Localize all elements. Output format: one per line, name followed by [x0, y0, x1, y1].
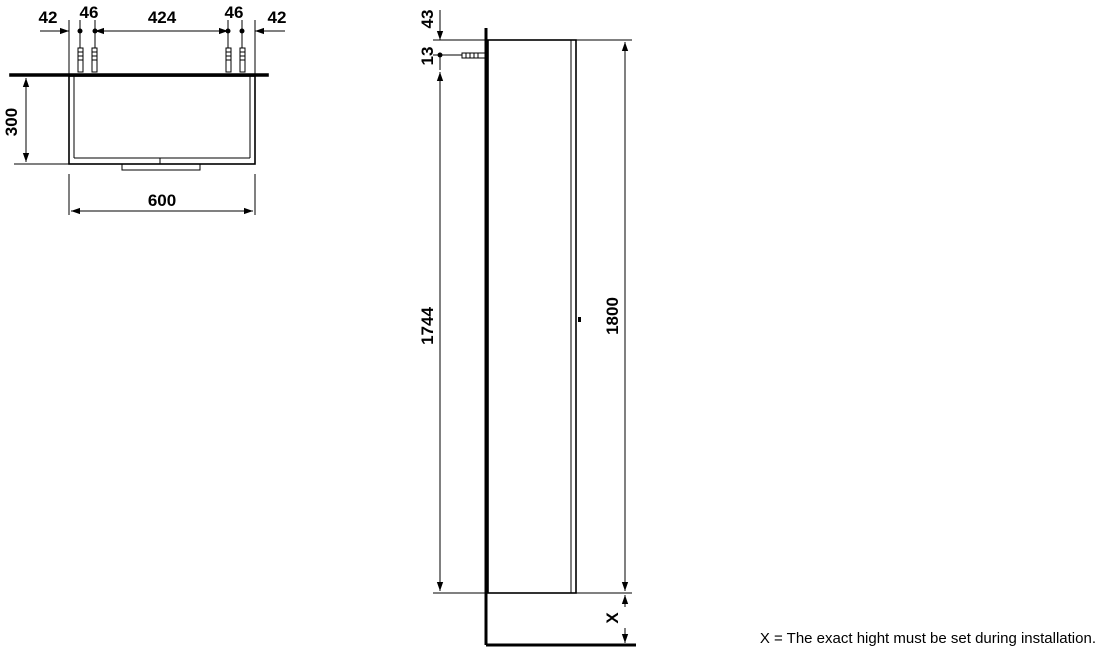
wall-and-floor — [484, 28, 636, 647]
cabinet-side — [487, 39, 581, 594]
dim-42-right: 42 — [268, 8, 287, 27]
wall-line-top-view — [9, 73, 269, 77]
gap-dimension: X — [603, 595, 629, 643]
side-view: 43 13 1744 1800 X — [418, 10, 636, 647]
depth-dimension: 300 — [2, 75, 69, 165]
gap-x-label: X — [603, 612, 622, 624]
dim-13: 13 — [418, 47, 437, 66]
dim-600: 600 — [148, 191, 176, 210]
dim-42-left: 42 — [39, 8, 58, 27]
dim-1744: 1744 — [418, 307, 437, 345]
top-view: 42 46 424 46 42 300 600 — [2, 3, 286, 215]
width-dimension: 600 — [68, 174, 256, 215]
total-height-dimension: 1800 — [576, 39, 632, 594]
dim-424: 424 — [148, 8, 177, 27]
dim-1800: 1800 — [603, 297, 622, 335]
cabinet-plan — [68, 75, 256, 171]
mount-height-dimension: 1744 — [418, 72, 486, 594]
dim-43: 43 — [418, 10, 437, 29]
top-offset-dimensions: 43 13 — [418, 10, 486, 70]
mounting-screws-plan — [77, 47, 246, 73]
dim-46-left: 46 — [80, 3, 99, 22]
installation-note: X = The exact hight must be set during i… — [760, 630, 1096, 647]
dim-46-right: 46 — [225, 3, 244, 22]
dim-300: 300 — [2, 108, 21, 136]
mounting-screw-side — [461, 52, 487, 59]
top-dimension-chain: 42 46 424 46 42 — [39, 3, 287, 74]
handle-mark — [578, 317, 581, 322]
